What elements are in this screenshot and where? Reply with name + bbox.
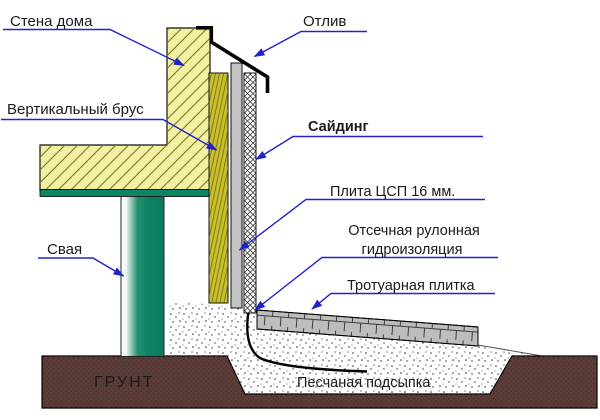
sand-bedding-label: Песчаная подсыпка <box>297 375 431 391</box>
waterproofing-label-line1: Отсечная рулонная <box>348 223 480 239</box>
flashing-shape <box>196 26 270 93</box>
beam-label: Вертикальный брус <box>7 101 144 118</box>
waterproofing-membrane-shape <box>246 307 368 373</box>
waterproofing-leader-line <box>254 256 498 311</box>
waterproofing-label-line2: гидроизоляция <box>362 242 463 258</box>
wall-label: Стена дома <box>10 13 93 30</box>
csp-leader-line <box>238 198 485 251</box>
ground-texture <box>42 356 597 408</box>
flashing-label: Отлив <box>303 13 346 30</box>
pile-label: Свая <box>47 241 82 258</box>
siding-leader-line <box>255 135 483 161</box>
vertical-beam-grain <box>209 73 228 303</box>
green-plate-shape <box>39 189 211 197</box>
tile-leader-line <box>311 292 495 310</box>
siding-label: Сайдинг <box>308 119 369 135</box>
beam-leader-line <box>1 118 218 151</box>
sand-bedding-texture <box>168 302 548 393</box>
sand-surface-line <box>477 344 549 358</box>
siding-crosshatch-texture <box>244 73 256 313</box>
pile-shape <box>120 196 165 357</box>
flashing-leader-line <box>253 30 367 58</box>
paving-tile-texture <box>256 309 479 347</box>
csp-board-label: Плита ЦСП 16 мм. <box>330 184 455 200</box>
paving-tile-label: Тротуарная плитка <box>347 278 476 294</box>
wall-leader-line <box>3 28 185 67</box>
csp-board-shape <box>230 62 243 309</box>
wall-hatch-texture <box>40 28 210 190</box>
ground-label: ГРУНТ <box>94 374 154 391</box>
pile-leader-line <box>38 257 125 277</box>
leader-lines <box>1 28 498 311</box>
